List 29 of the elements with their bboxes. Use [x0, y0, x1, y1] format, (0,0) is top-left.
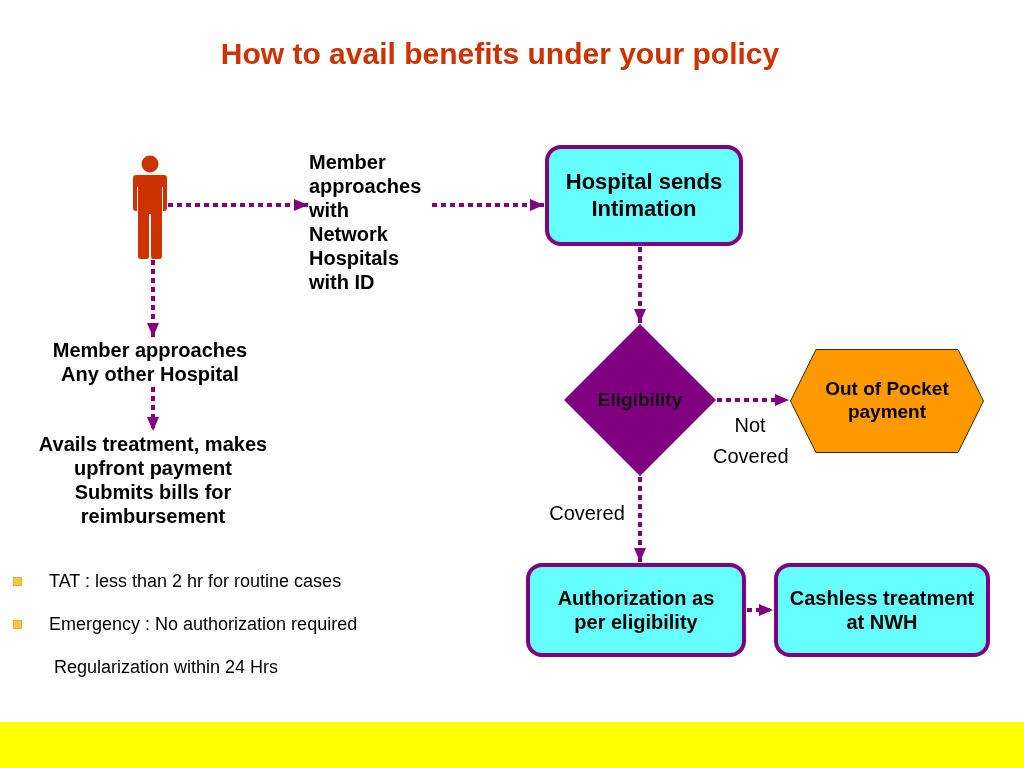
note-text: TAT : less than 2 hr for routine cases	[49, 570, 342, 593]
dotted-arrow	[432, 199, 544, 211]
edge-label: Not Covered	[713, 413, 787, 469]
person-icon	[133, 155, 167, 259]
step-text: Member approaches Any other Hospital	[45, 338, 255, 386]
step-text: Member approaches with Network Hospitals with ID	[309, 150, 431, 294]
note-text: Regularization within 24 Hrs	[54, 656, 279, 679]
edge-label: Covered	[548, 501, 626, 526]
outcome-hexagon	[790, 349, 984, 453]
dotted-arrow	[168, 199, 308, 211]
dotted-arrow	[717, 394, 789, 406]
step-text: Submits bills for reimbursement	[73, 480, 233, 528]
dotted-arrow	[147, 260, 159, 337]
note-text: Emergency : No authorization required	[49, 613, 358, 636]
step-text: Avails treatment, makes upfront payment	[37, 432, 269, 480]
dotted-arrow	[147, 387, 159, 431]
box-label: Hospital sends Intimation	[564, 169, 724, 222]
decision-diamond	[564, 324, 716, 476]
dotted-arrow	[634, 247, 646, 323]
box-label: Cashless treatment at NWH	[788, 586, 976, 634]
process-box	[526, 563, 746, 657]
outcome-label: Out of Pocket payment	[824, 378, 950, 424]
dotted-arrow	[747, 604, 773, 616]
decision-label: Eligibility	[597, 388, 683, 412]
box-label: Authorization as per eligibility	[556, 586, 716, 634]
process-box	[545, 145, 743, 246]
title-text: How to avail benefits under your policy	[219, 36, 781, 72]
dotted-arrow	[634, 477, 646, 562]
process-box	[774, 563, 990, 657]
